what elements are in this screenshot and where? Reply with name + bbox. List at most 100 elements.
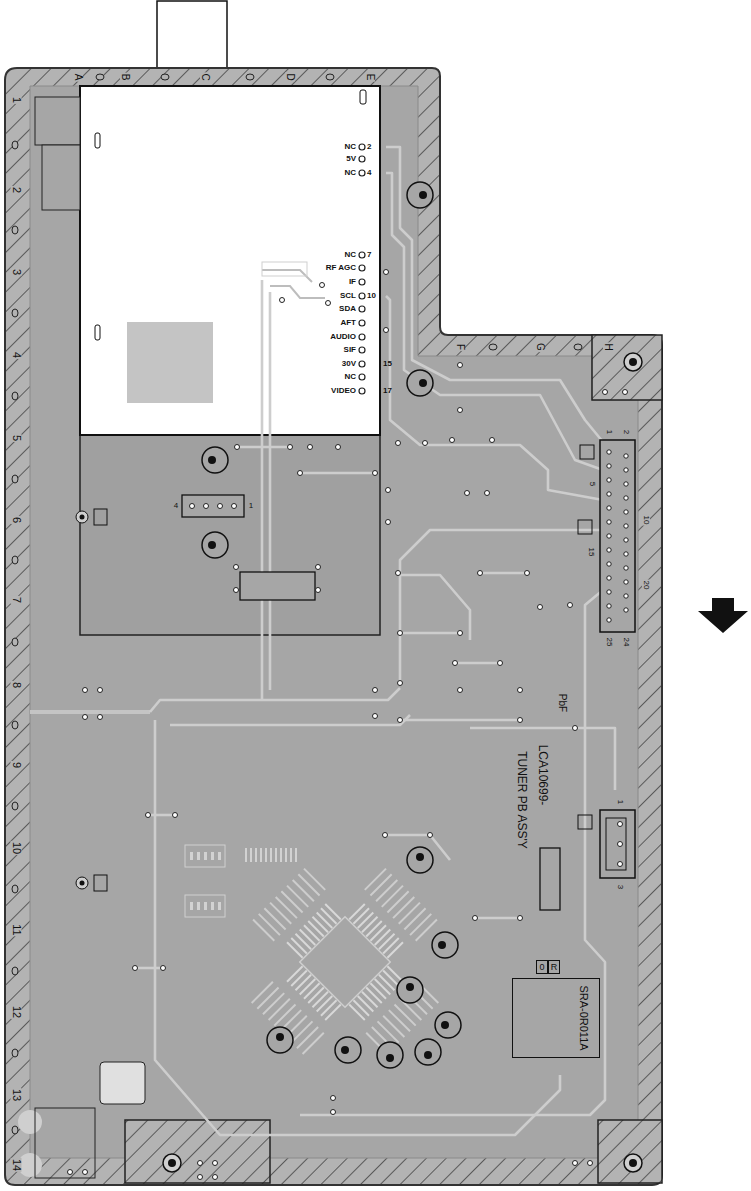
capacitors [407,370,433,396]
pin-pads [359,361,365,367]
connector-pins [607,478,611,482]
tuner-module [320,283,325,288]
components [94,509,107,525]
capacitors [267,1027,293,1053]
connector-pins [624,468,628,472]
capacitors [202,182,461,1068]
components [35,97,80,145]
row-number: 3 [11,268,22,276]
edge-markers [246,74,254,80]
connector-pins [624,454,628,458]
pads [525,571,530,576]
pin-pads [359,320,365,326]
components [578,815,592,829]
row-number: 9 [11,761,22,769]
board-marking: PbF [557,694,567,712]
pads [396,571,401,576]
connector-pins [624,538,628,542]
pin-number: 7 [367,251,371,259]
pads [213,1161,218,1166]
edge-markers [326,74,334,80]
marking-box: 0 [536,960,548,974]
edge-markers [574,344,582,350]
pads [232,504,237,509]
ic-chip [260,879,315,934]
pads [68,270,628,1180]
components [35,1108,95,1178]
pin-pads [359,265,365,271]
traces [386,147,603,442]
connector-pins [624,510,628,514]
components [168,1159,176,1167]
row-number: 4 [11,351,22,359]
pin-label: 30V [342,360,356,368]
pads [428,833,433,838]
row-number: 13 [11,1088,22,1102]
pads [398,681,403,686]
tuner-module [262,262,307,276]
components [600,440,635,632]
edge-markers [12,556,18,564]
pin-label: 5V [346,155,356,163]
pin-pads [359,293,365,299]
components [76,877,88,889]
pin-pads [359,306,365,312]
board [18,1153,42,1177]
connector-pins [624,566,628,570]
pads [235,445,240,450]
board [30,86,638,1158]
board [125,1120,270,1183]
edge-markers [12,638,18,646]
capacitors [341,1046,349,1054]
node-text: 0 [539,963,544,972]
edge-markers [12,141,18,149]
components [35,97,642,1178]
traces [455,662,500,665]
capacitors [416,853,424,861]
components [240,572,315,600]
pads [83,715,88,720]
traces [475,917,520,920]
components [94,875,107,891]
pin-number: 1 [616,800,624,804]
traces [386,296,603,500]
pads [98,688,103,693]
components [182,495,244,517]
capacitors [407,847,433,873]
capacitors [208,541,216,549]
edge-markers [12,721,18,729]
pads [386,520,391,525]
edge-markers [12,1049,18,1057]
row-number: 14 [11,1158,22,1172]
components [540,848,560,910]
traces [480,572,527,575]
row-number: 8 [11,681,22,689]
capacitors [377,1042,403,1068]
traces [400,530,600,683]
pads [478,571,483,576]
connector-pin-number: 25 [605,638,613,647]
pin-number: 1 [249,502,253,510]
components [624,1154,642,1172]
pin-label: RF AGC [326,264,356,272]
ic-chip [300,917,391,1008]
pin-number: 15 [383,360,392,368]
column-letter: D [285,72,295,81]
capacitors [407,847,433,873]
traces [261,280,264,700]
pin-pads [359,156,365,162]
tuner-module [360,90,366,104]
pin-pads [359,252,365,258]
pin-number: 4 [367,169,371,177]
tuner-module [280,298,285,303]
capacitors [377,1042,403,1068]
pads [190,504,195,509]
connector-pin-number: 20 [642,580,650,591]
column-letter: B [120,73,130,82]
connector-pin-number: 1 [605,430,613,434]
direction-arrow [698,598,748,633]
traces [400,632,460,635]
edge-markers [161,74,169,80]
pads [173,813,178,818]
pads [336,445,341,450]
